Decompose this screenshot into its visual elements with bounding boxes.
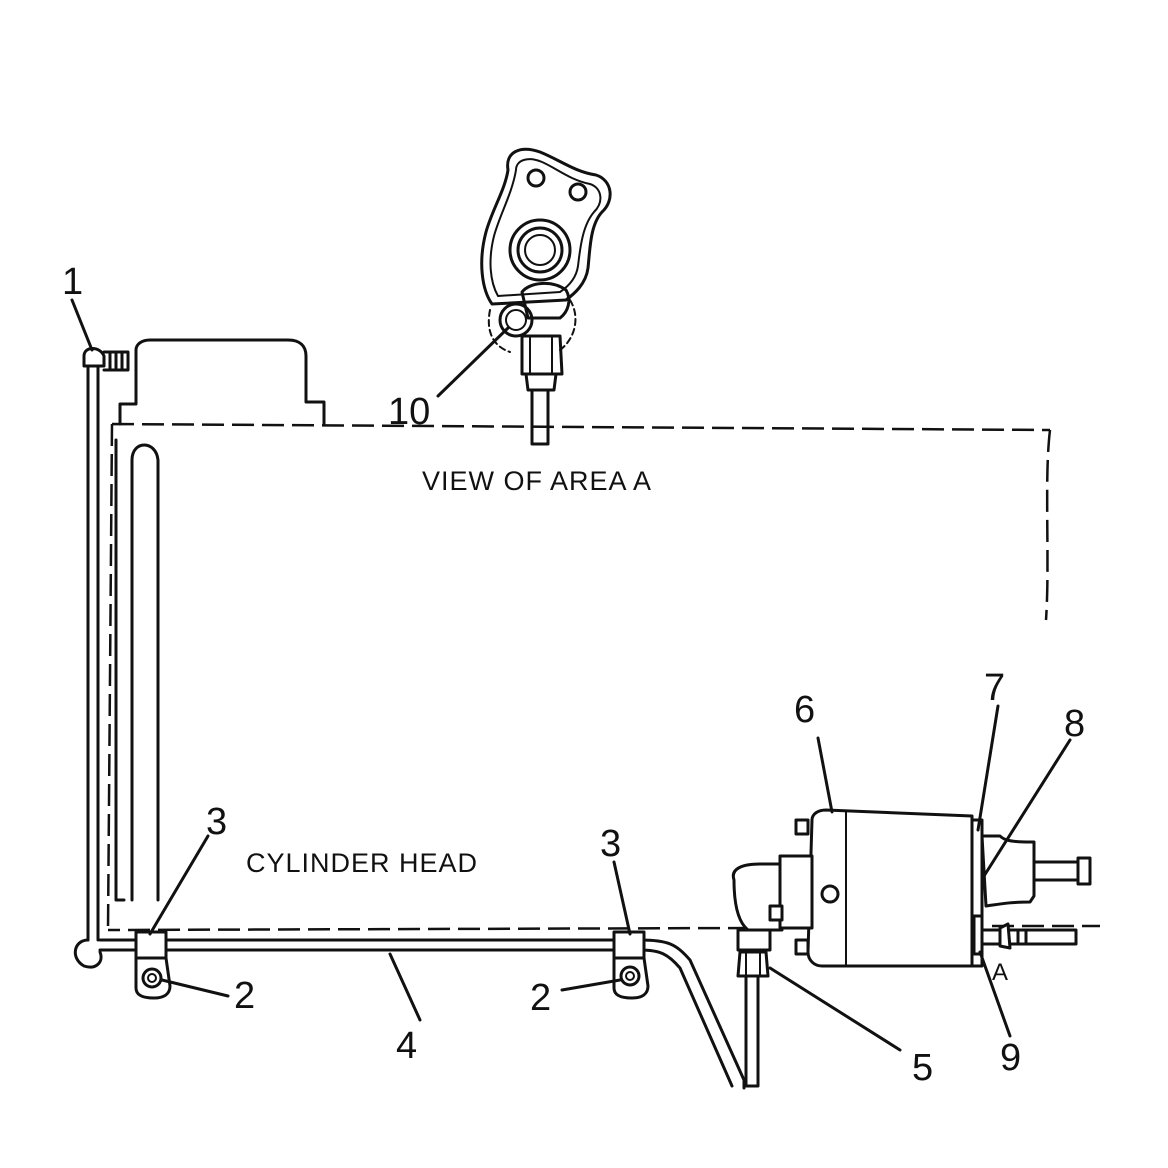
rocker-cover xyxy=(118,338,326,426)
pump-bolt-mid xyxy=(768,904,784,922)
fitting-area-a xyxy=(998,922,1012,950)
callout-9: 9 xyxy=(1000,1037,1021,1079)
fitting-1 xyxy=(82,347,106,368)
clip-3-left xyxy=(134,930,168,960)
leader-4 xyxy=(388,952,422,1022)
cylinder-head-label: CYLINDER HEAD xyxy=(246,848,478,878)
clip-left xyxy=(134,930,172,1000)
adapter-shaft-end xyxy=(1076,856,1092,886)
bolt-hole xyxy=(526,168,546,188)
bore-middle xyxy=(516,226,564,274)
seal-washer-10 xyxy=(498,302,534,338)
tube xyxy=(530,388,550,446)
head-port-slot xyxy=(130,443,160,902)
clip-right xyxy=(612,930,650,1000)
bolt-2-right-center xyxy=(625,971,635,981)
clip-bracket-left xyxy=(134,956,172,1000)
leader-8 xyxy=(982,738,1072,878)
nut-5-lower xyxy=(736,950,770,978)
pump-6 xyxy=(768,808,974,968)
pump-mount-flange xyxy=(778,854,814,930)
bolt-2-left xyxy=(141,967,163,989)
leader-1 xyxy=(70,298,94,352)
callout-4: 4 xyxy=(396,1025,417,1067)
head-port-left xyxy=(114,438,126,902)
main-assembly-view: 1 4 3 2 3 2 xyxy=(62,261,1100,1090)
fitting-1-threads xyxy=(102,350,130,372)
tube-nut-flats xyxy=(529,335,553,375)
cylinder-head-outline xyxy=(106,422,1051,932)
pump-bolt-top xyxy=(794,818,810,836)
tube-nut xyxy=(520,334,564,376)
view-caption: VIEW OF AREA A xyxy=(422,466,652,496)
hook-end xyxy=(73,938,103,969)
leader-10 xyxy=(436,326,510,398)
oil-line-4 xyxy=(98,938,746,1090)
bore-inner xyxy=(524,234,556,266)
bore-outer xyxy=(508,218,572,282)
detail-view-area-a: 10 VIEW OF AREA A xyxy=(388,147,652,496)
pump-bolt xyxy=(820,884,840,904)
leader-2-left xyxy=(160,978,230,998)
callout-7: 7 xyxy=(984,667,1005,709)
callout-6: 6 xyxy=(794,689,815,731)
callout-5: 5 xyxy=(912,1047,933,1089)
pump-bolt-bottom xyxy=(794,938,810,956)
drain-tube-5 xyxy=(744,974,760,1088)
elbow-fitting xyxy=(520,282,571,320)
leader-9 xyxy=(978,950,1012,1038)
leader-3-left xyxy=(148,834,210,936)
supply-tube-vertical xyxy=(86,360,100,942)
callout-2-right: 2 xyxy=(530,977,551,1019)
callout-1: 1 xyxy=(62,261,83,303)
mounting-plate-outline xyxy=(480,147,612,306)
fitting-hidden-lines xyxy=(487,299,577,353)
leader-2-right xyxy=(560,978,622,992)
bolt-2-right xyxy=(619,965,641,987)
leader-3-right xyxy=(612,860,632,936)
leader-7 xyxy=(976,704,1000,832)
mounting-plate-inner xyxy=(489,158,602,297)
callout-3-left: 3 xyxy=(206,801,227,843)
bolt-2-left-center xyxy=(147,973,157,983)
cylinder-head-right-edge xyxy=(992,429,1100,928)
seal-9 xyxy=(972,914,984,956)
adapter-shaft xyxy=(1032,860,1082,882)
seal-washer-inner xyxy=(505,309,527,331)
nut-5-flats xyxy=(745,951,761,977)
threaded-line xyxy=(1008,928,1078,946)
callout-2-left: 2 xyxy=(234,975,255,1017)
area-a-marker: A xyxy=(992,959,1008,986)
tube-sleeve xyxy=(524,372,558,392)
clip-3-right xyxy=(612,930,646,960)
line-to-area-a xyxy=(980,928,1002,946)
clip-bracket-right xyxy=(612,956,650,1000)
adapter-8 xyxy=(980,834,1036,908)
nut-5-upper xyxy=(736,928,772,952)
callout-8: 8 xyxy=(1064,703,1085,745)
gasket-7 xyxy=(970,818,984,968)
bolt-hole xyxy=(568,182,588,202)
callout-3-right: 3 xyxy=(600,823,621,865)
leader-5 xyxy=(768,966,902,1052)
leader-6 xyxy=(816,736,834,814)
